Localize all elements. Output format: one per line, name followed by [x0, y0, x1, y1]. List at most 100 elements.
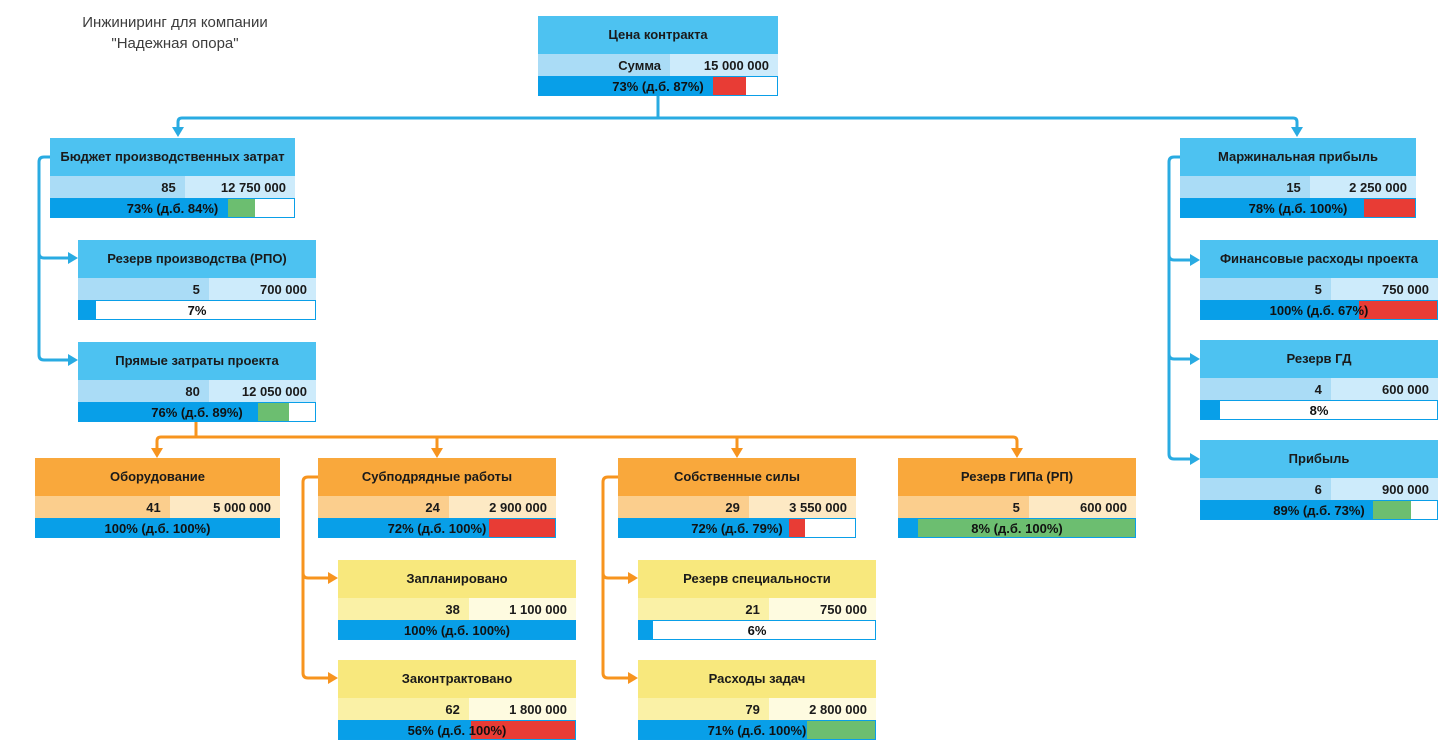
node-task-costs[interactable]: Расходы задач 79 2 800 000 71% (д.б. 100…	[638, 660, 876, 740]
bar-segment-blue	[339, 621, 575, 639]
node-progress-bar: 73% (д.б. 87%)	[538, 76, 778, 96]
node-left-value: 5	[1200, 278, 1331, 300]
node-left-value: 80	[78, 380, 209, 402]
node-progress-label: 56% (д.б. 100%)	[407, 722, 507, 738]
node-progress-label: 71% (д.б. 100%)	[707, 722, 807, 738]
node-financial-project-costs[interactable]: Финансовые расходы проекта 5 750 000 100…	[1200, 240, 1438, 320]
node-values: 80 12 050 000	[78, 380, 316, 402]
node-left-value: 6	[1200, 478, 1331, 500]
node-gd-reserve[interactable]: Резерв ГД 4 600 000 8%	[1200, 340, 1438, 420]
node-marginal-profit[interactable]: Маржинальная прибыль 15 2 250 000 78% (д…	[1180, 138, 1416, 218]
node-progress-bar: 6%	[638, 620, 876, 640]
connector-contract-children	[176, 96, 1299, 128]
node-contracted[interactable]: Законтрактовано 62 1 800 000 56% (д.б. 1…	[338, 660, 576, 740]
node-progress-label: 100% (д.б. 100%)	[104, 520, 211, 536]
node-title: Субподрядные работы	[318, 458, 556, 496]
node-values: Сумма 15 000 000	[538, 54, 778, 76]
node-production-budget[interactable]: Бюджет производственных затрат 85 12 750…	[50, 138, 295, 218]
node-title: Резерв производства (РПО)	[78, 240, 316, 278]
node-direct-project-costs[interactable]: Прямые затраты проекта 80 12 050 000 76%…	[78, 342, 316, 422]
arrowheads-orange-row	[151, 448, 1023, 458]
node-contract-price[interactable]: Цена контракта Сумма 15 000 000 73% (д.б…	[538, 16, 778, 96]
bar-segment-green	[258, 403, 290, 421]
bar-segment-red	[1363, 199, 1415, 217]
node-values: 29 3 550 000	[618, 496, 856, 518]
page-title-line2: "Надежная опора"	[111, 35, 239, 52]
bar-segment-red	[712, 77, 747, 95]
node-right-value: 12 050 000	[208, 380, 316, 402]
node-progress-bar: 100% (д.б. 67%)	[1200, 300, 1438, 320]
node-progress-bar: 8% (д.б. 100%)	[898, 518, 1136, 538]
node-left-value: 5	[78, 278, 209, 300]
node-left-value: 29	[618, 496, 749, 518]
page-title-line1: Инжиниринг для компании	[82, 14, 268, 31]
bar-segment-blue	[1201, 301, 1360, 319]
node-left-value: 5	[898, 496, 1029, 518]
node-left-value: 21	[638, 598, 769, 620]
node-progress-label: 72% (д.б. 100%)	[387, 520, 487, 536]
node-progress-label: 6%	[747, 622, 767, 638]
node-specialty-reserve[interactable]: Резерв специальности 21 750 000 6%	[638, 560, 876, 640]
node-profit[interactable]: Прибыль 6 900 000 89% (д.б. 73%)	[1200, 440, 1438, 520]
node-values: 5 700 000	[78, 278, 316, 300]
connector-direct-children	[155, 422, 1019, 449]
node-progress-bar: 7%	[78, 300, 316, 320]
bar-segment-white	[653, 621, 875, 639]
node-own-forces[interactable]: Собственные силы 29 3 550 000 72% (д.б. …	[618, 458, 856, 538]
bar-segment-white	[746, 77, 777, 95]
node-progress-bar: 72% (д.б. 100%)	[318, 518, 556, 538]
arrowheads-cyan-top	[172, 127, 1303, 137]
node-progress-label: 78% (д.б. 100%)	[1248, 200, 1348, 216]
node-right-value: 2 800 000	[768, 698, 876, 720]
node-left-value: 38	[338, 598, 469, 620]
node-progress-bar: 56% (д.б. 100%)	[338, 720, 576, 740]
node-right-value: 900 000	[1330, 478, 1438, 500]
bar-segment-blue	[619, 519, 789, 537]
node-values: 15 2 250 000	[1180, 176, 1416, 198]
bar-segment-red	[488, 519, 555, 537]
node-subcontract-works[interactable]: Субподрядные работы 24 2 900 000 72% (д.…	[318, 458, 556, 538]
node-right-value: 15 000 000	[670, 54, 778, 76]
node-production-reserve[interactable]: Резерв производства (РПО) 5 700 000 7%	[78, 240, 316, 320]
node-values: 85 12 750 000	[50, 176, 295, 198]
bar-segment-blue	[319, 519, 489, 537]
bar-segment-blue	[36, 519, 279, 537]
bar-segment-white	[255, 199, 294, 217]
node-progress-label: 89% (д.б. 73%)	[1273, 502, 1365, 518]
page-title: Инжиниринг для компании "Надежная опора"	[40, 12, 310, 54]
node-progress-label: 8% (д.б. 100%)	[971, 520, 1063, 536]
node-progress-bar: 100% (д.б. 100%)	[35, 518, 280, 538]
node-title: Бюджет производственных затрат	[50, 138, 295, 176]
node-right-value: 12 750 000	[184, 176, 295, 198]
node-progress-label: 76% (д.б. 89%)	[151, 404, 243, 420]
node-values: 41 5 000 000	[35, 496, 280, 518]
bar-segment-white	[289, 403, 315, 421]
bar-segment-white	[1219, 401, 1437, 419]
node-right-value: 5 000 000	[169, 496, 280, 518]
node-values: 6 900 000	[1200, 478, 1438, 500]
node-values: 24 2 900 000	[318, 496, 556, 518]
node-title: Прямые затраты проекта	[78, 342, 316, 380]
bar-segment-blue	[639, 721, 807, 739]
node-left-value: 41	[35, 496, 170, 518]
node-left-value: Сумма	[538, 54, 670, 76]
bar-segment-red	[1359, 301, 1437, 319]
node-values: 38 1 100 000	[338, 598, 576, 620]
node-progress-label: 73% (д.б. 87%)	[612, 78, 704, 94]
node-left-value: 85	[50, 176, 185, 198]
node-progress-bar: 71% (д.б. 100%)	[638, 720, 876, 740]
node-gip-reserve[interactable]: Резерв ГИПа (РП) 5 600 000 8% (д.б. 100%…	[898, 458, 1136, 538]
bar-segment-white	[95, 301, 315, 319]
arrowheads-orange-subcontract	[328, 572, 338, 684]
node-title: Финансовые расходы проекта	[1200, 240, 1438, 278]
node-progress-bar: 8%	[1200, 400, 1438, 420]
node-right-value: 1 800 000	[468, 698, 576, 720]
node-right-value: 750 000	[1330, 278, 1438, 300]
bar-segment-red	[788, 519, 806, 537]
node-planned[interactable]: Запланировано 38 1 100 000 100% (д.б. 10…	[338, 560, 576, 640]
node-title: Собственные силы	[618, 458, 856, 496]
node-title: Цена контракта	[538, 16, 778, 54]
node-equipment[interactable]: Оборудование 41 5 000 000 100% (д.б. 100…	[35, 458, 280, 538]
node-title: Запланировано	[338, 560, 576, 598]
